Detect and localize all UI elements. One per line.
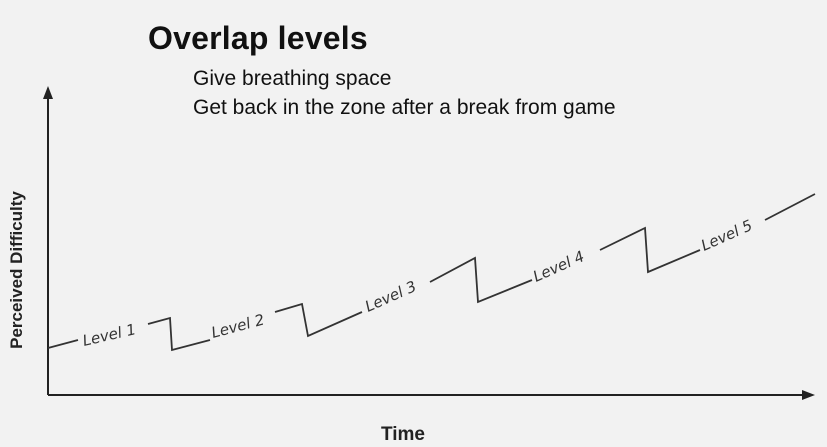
bullet-list: Give breathing space Get back in the zon…	[193, 64, 616, 122]
bullet-back-in-zone: Get back in the zone after a break from …	[193, 96, 616, 119]
y-axis-arrow-icon	[43, 86, 53, 99]
level-label-1: Level 1	[81, 320, 138, 350]
level-label-4: Level 4	[530, 247, 587, 285]
bullet-breathing-space: Give breathing space	[193, 67, 392, 90]
x-axis-label: Time	[381, 424, 425, 445]
x-axis-arrow-icon	[802, 390, 815, 400]
slide-title: Overlap levels	[148, 20, 368, 56]
level-label-2: Level 2	[209, 310, 266, 341]
level-label-3: Level 3	[362, 277, 419, 315]
y-axis-label: Perceived Difficulty	[7, 191, 26, 349]
level-label-5: Level 5	[698, 216, 755, 254]
difficulty-curve	[47, 193, 816, 352]
